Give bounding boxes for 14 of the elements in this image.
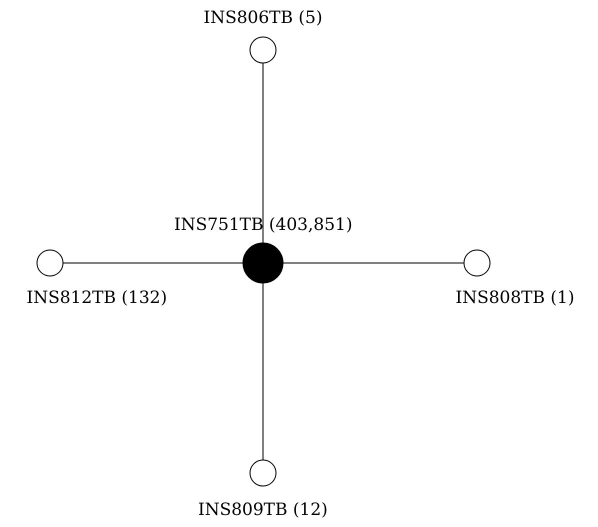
node-group — [204, 8, 322, 64]
node-group — [174, 215, 352, 284]
connector-line — [62, 262, 244, 264]
node-label: INS812TB (132) — [26, 288, 168, 308]
node-label: INS808TB (1) — [456, 288, 574, 308]
connector-line — [262, 282, 264, 460]
connector-line — [282, 262, 464, 264]
node-label: INS806TB (5) — [204, 8, 322, 28]
node-group — [198, 459, 328, 520]
node-group — [26, 249, 168, 308]
node-label: INS809TB (12) — [198, 500, 328, 520]
node-label: INS751TB (403,851) — [174, 215, 352, 235]
connector-line — [262, 62, 264, 244]
node-group — [456, 249, 574, 308]
